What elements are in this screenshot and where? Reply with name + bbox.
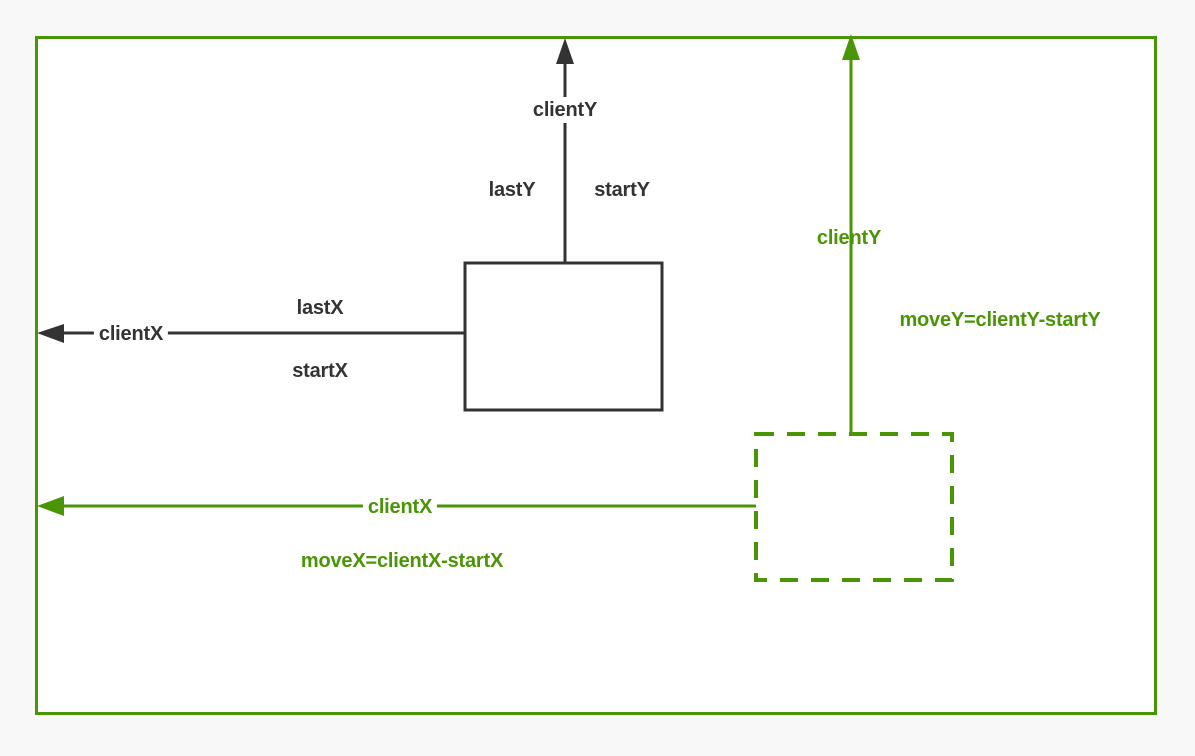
label-client-x-dark: clientX xyxy=(93,321,169,347)
browser-viewport-frame xyxy=(35,36,1157,715)
label-last-y: lastY xyxy=(488,179,536,201)
label-move-x-formula: moveX=clientX-startX xyxy=(300,550,504,572)
label-move-y-formula: moveY=clientY-startY xyxy=(899,309,1101,331)
label-client-y-green: clientY xyxy=(816,227,882,249)
label-client-x-green: clientX xyxy=(362,494,438,520)
label-last-x: lastX xyxy=(296,297,344,319)
label-start-x: startX xyxy=(292,360,348,382)
label-client-y-dark: clientY xyxy=(527,97,603,123)
label-start-y: startY xyxy=(594,179,650,201)
